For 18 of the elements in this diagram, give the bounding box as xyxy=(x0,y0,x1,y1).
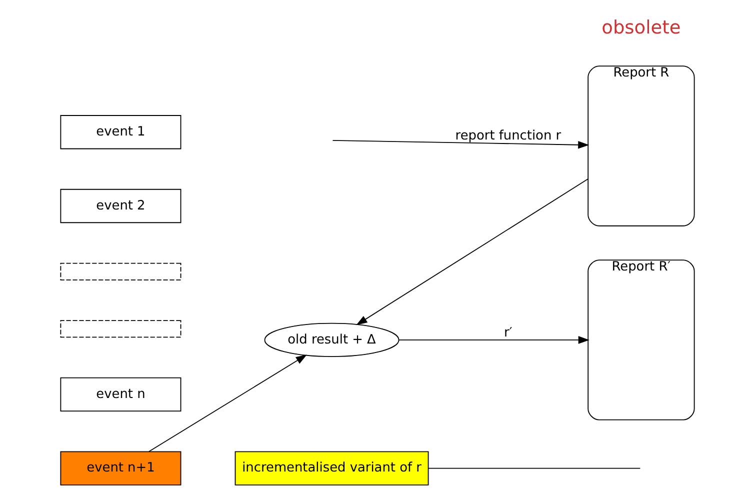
node-ellipse: old result + Δ xyxy=(264,322,399,358)
edge-label: r′ xyxy=(504,325,512,340)
arrow xyxy=(148,354,306,452)
node-box: event n xyxy=(60,377,181,412)
node-box: Report R xyxy=(587,66,694,226)
node-box: event 1 xyxy=(60,115,181,150)
node-box xyxy=(60,262,181,280)
node-box: event n+1 xyxy=(60,451,181,486)
node-box: Report R′ xyxy=(587,260,694,420)
arrow xyxy=(398,336,589,344)
edge-label: report function r xyxy=(454,128,561,144)
arrow xyxy=(332,140,589,149)
node-box: incrementalised variant of r xyxy=(234,451,428,486)
label: obsolete xyxy=(601,17,680,38)
node-box: event 2 xyxy=(60,188,181,224)
arrow xyxy=(356,178,588,326)
node-box xyxy=(60,320,181,338)
connector xyxy=(427,468,640,469)
